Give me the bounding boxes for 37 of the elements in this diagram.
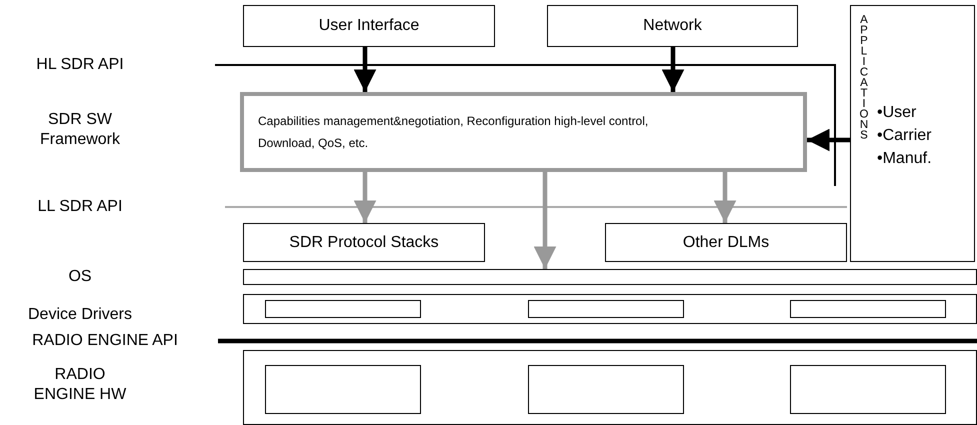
interface-box	[243, 5, 495, 47]
layer-label: HL SDR API	[35, 55, 125, 75]
layer-label: OS	[67, 267, 93, 287]
arrow	[354, 172, 376, 223]
device-drivers-bar	[243, 294, 977, 324]
layer-label: SDR SW Framework	[38, 110, 121, 150]
arrow	[662, 47, 684, 92]
arrow	[807, 128, 850, 152]
box-label: Other DLMs	[682, 232, 770, 252]
module-box	[605, 223, 847, 262]
layer-label: RADIO ENGINE HW	[32, 365, 128, 405]
applications-panel	[850, 5, 975, 262]
hardware-block	[790, 365, 946, 414]
vertical-heading: APPLICATIONS	[857, 14, 871, 140]
network-box	[547, 5, 798, 47]
box-label: Network	[643, 16, 702, 36]
os-bar	[243, 269, 977, 285]
driver-block	[528, 300, 684, 318]
list-item: •User	[877, 103, 918, 123]
description-text: Capabilities management&negotiation, Reconfiguration high-level control, Download, QoS, etc.	[258, 113, 650, 152]
list-item: •Manuf.	[877, 149, 932, 169]
layer-label: Device Drivers	[26, 305, 133, 325]
arrow	[714, 172, 736, 223]
box-label: User Interface	[318, 16, 420, 36]
hardware-block	[528, 365, 684, 414]
list-item: •Carrier	[877, 126, 932, 146]
arrow	[534, 172, 556, 269]
layer-label: RADIO ENGINE API	[31, 331, 179, 351]
box-label: SDR Protocol Stacks	[289, 232, 439, 252]
protocol-stack-box	[243, 223, 485, 262]
driver-block	[265, 300, 421, 318]
framework-box	[240, 92, 807, 172]
arrow	[354, 47, 376, 92]
radio-engine-box	[243, 350, 977, 425]
hardware-block	[265, 365, 421, 414]
driver-block	[790, 300, 946, 318]
layer-label: LL SDR API	[36, 197, 124, 217]
